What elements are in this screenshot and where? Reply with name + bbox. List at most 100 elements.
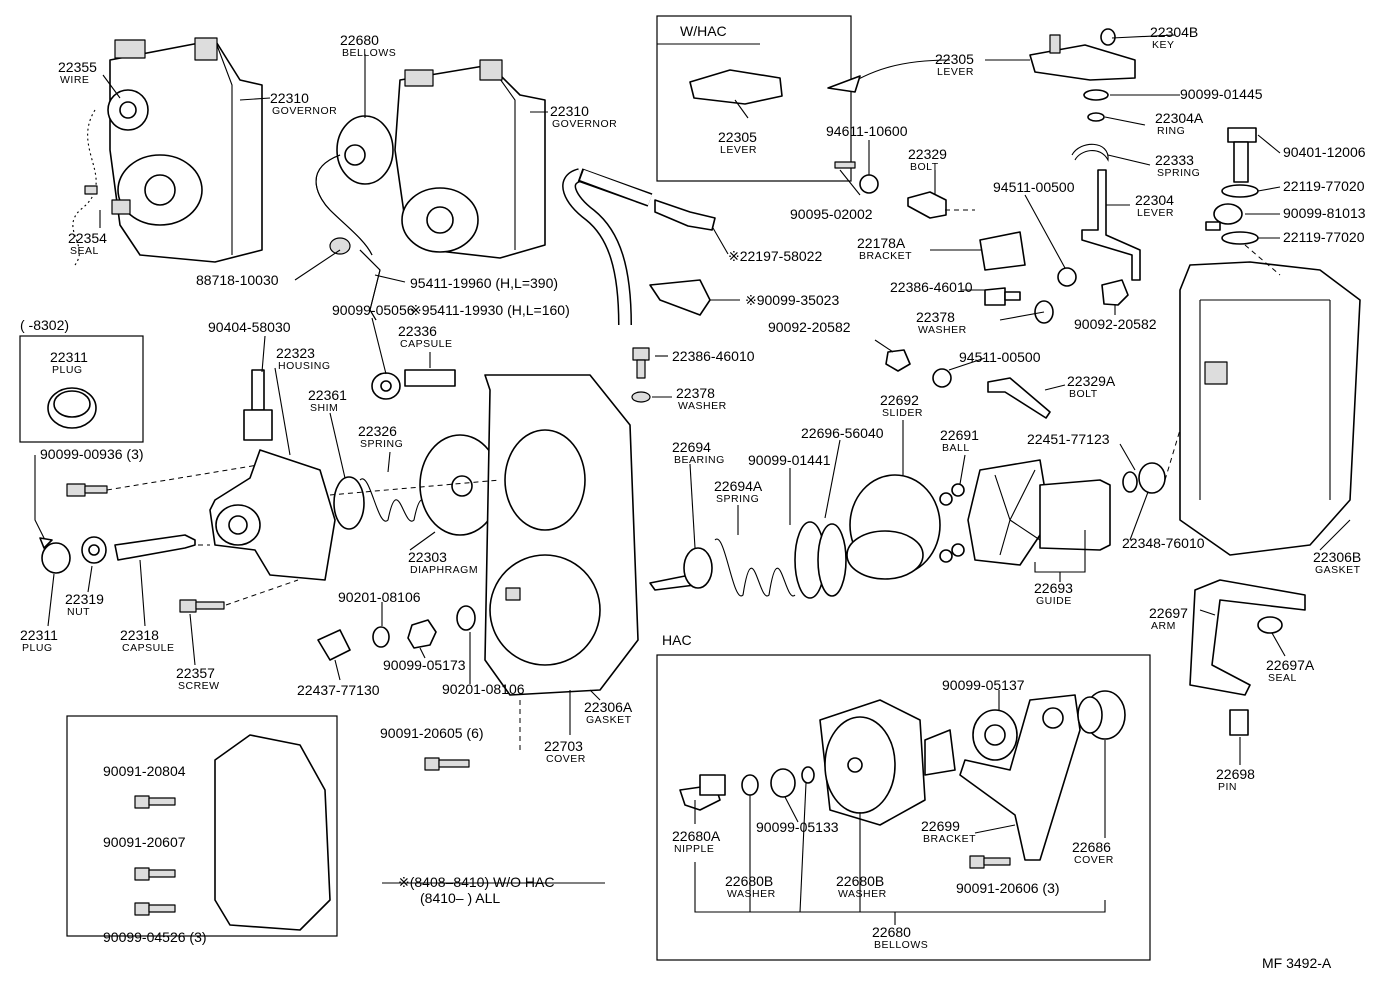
callout-label: 94511-00500 — [993, 179, 1075, 195]
callout-label: 90095-02002 — [790, 206, 873, 222]
part-number: 22680 — [872, 924, 911, 940]
part-name: CAPSULE — [400, 338, 453, 350]
part-name: GASKET — [586, 714, 632, 726]
part-number: 22680 — [340, 32, 379, 48]
callout-label: 90201-08106 — [442, 681, 525, 697]
part-number: ※90099-35023 — [745, 292, 839, 308]
part-number: 22693 — [1034, 580, 1073, 596]
part-number: 90404-58030 — [208, 319, 291, 335]
callout-label: 90099-05137 — [942, 677, 1025, 693]
part-number: 22686 — [1072, 839, 1111, 855]
callout-label: 90099-05056 — [332, 302, 415, 318]
part-number: 22378 — [916, 309, 955, 325]
part-name: SLIDER — [882, 407, 923, 419]
callout-label: 22119-77020 — [1283, 178, 1365, 194]
part-number: 22310 — [550, 103, 589, 119]
part-number: 22178A — [857, 235, 906, 251]
part-number: 22303 — [408, 549, 447, 565]
spring-diaphragm-stack — [333, 434, 501, 536]
footnote-line-2: (8410– ) ALL — [420, 890, 500, 906]
part-name: BOLT — [910, 161, 939, 173]
part-number: 90091-20606 (3) — [956, 880, 1060, 896]
callout-label: 90201-08106 — [338, 589, 421, 605]
part-name: BALL — [942, 442, 970, 454]
part-number: 22680B — [725, 873, 773, 889]
part-number: 22306B — [1313, 549, 1361, 565]
callout-label: 90099-81013 — [1283, 205, 1366, 221]
part-name: BRACKET — [859, 250, 912, 262]
part-number: 22691 — [940, 427, 979, 443]
callout-label: 22348-76010 — [1122, 535, 1205, 551]
part-name: BELLOWS — [342, 47, 396, 59]
part-number: 22304B — [1150, 24, 1198, 40]
cover-inset-box — [66, 715, 338, 937]
callout-label: 90092-20582 — [768, 319, 851, 335]
callout-label: 90091-20804 — [103, 763, 186, 779]
governor-assembly-left — [72, 37, 263, 266]
part-number: 95411-19960 (H,L=390) — [410, 275, 558, 291]
part-number: 22361 — [308, 387, 347, 403]
governor-internals — [649, 459, 1166, 599]
callout-labels: 22355WIRE22310GOVERNOR22680BELLOWS22310G… — [20, 24, 1366, 951]
whac-box: W/HAC — [656, 15, 852, 182]
part-name: GASKET — [1315, 564, 1361, 576]
part-name: BRACKET — [923, 833, 976, 845]
part-number: 22378 — [676, 385, 715, 401]
part-name: WASHER — [918, 324, 967, 336]
bolt-bracket-center — [834, 161, 1129, 419]
part-name: BELLOWS — [874, 939, 928, 951]
whac-box-title: W/HAC — [680, 23, 727, 39]
leader-lines — [34, 34, 1351, 925]
part-number: 22355 — [58, 59, 97, 75]
part-name: ARM — [1151, 620, 1176, 632]
part-name: PLUG — [52, 364, 83, 376]
part-name: WASHER — [727, 888, 776, 900]
part-number: 22703 — [544, 738, 583, 754]
callout-label: 88718-10030 — [196, 272, 279, 288]
part-number: 90099-04526 (3) — [103, 929, 207, 945]
part-number: 22333 — [1155, 152, 1194, 168]
vacuum-hose — [562, 168, 716, 326]
bolt-washers-right — [1205, 127, 1259, 245]
part-number: 22697 — [1149, 605, 1188, 621]
part-name: SPRING — [1157, 167, 1200, 179]
part-name: LEVER — [720, 144, 757, 156]
part-number: 22698 — [1216, 766, 1255, 782]
part-number: 90099-81013 — [1283, 205, 1366, 221]
callout-label: 94511-00500 — [959, 349, 1041, 365]
part-number: 94511-00500 — [959, 349, 1041, 365]
part-number: 22348-76010 — [1122, 535, 1205, 551]
hac-box: HAC — [656, 632, 1151, 961]
part-number: 90092-20582 — [1074, 316, 1157, 332]
callout-label: 22386-46010 — [890, 279, 973, 295]
part-number: 22318 — [120, 627, 159, 643]
callout-label: 90092-20582 — [1074, 316, 1157, 332]
part-number: 90099-05056 — [332, 302, 415, 318]
dashed-alignment-lines — [106, 209, 1281, 750]
part-number: 22336 — [398, 323, 437, 339]
plug-22311-boxed — [47, 387, 97, 429]
part-number: 22329A — [1067, 373, 1116, 389]
part-number: 22311 — [50, 349, 88, 365]
part-name: PLUG — [22, 642, 53, 654]
part-number: 22329 — [908, 146, 947, 162]
part-number: 22304 — [1135, 192, 1174, 208]
part-number: 90091-20605 (6) — [380, 725, 484, 741]
part-name: SPRING — [716, 493, 759, 505]
part-name: SCREW — [178, 680, 220, 692]
callout-label: 22696-56040 — [801, 425, 884, 441]
callout-label: 22386-46010 — [672, 348, 755, 364]
part-name: WIRE — [60, 74, 89, 86]
